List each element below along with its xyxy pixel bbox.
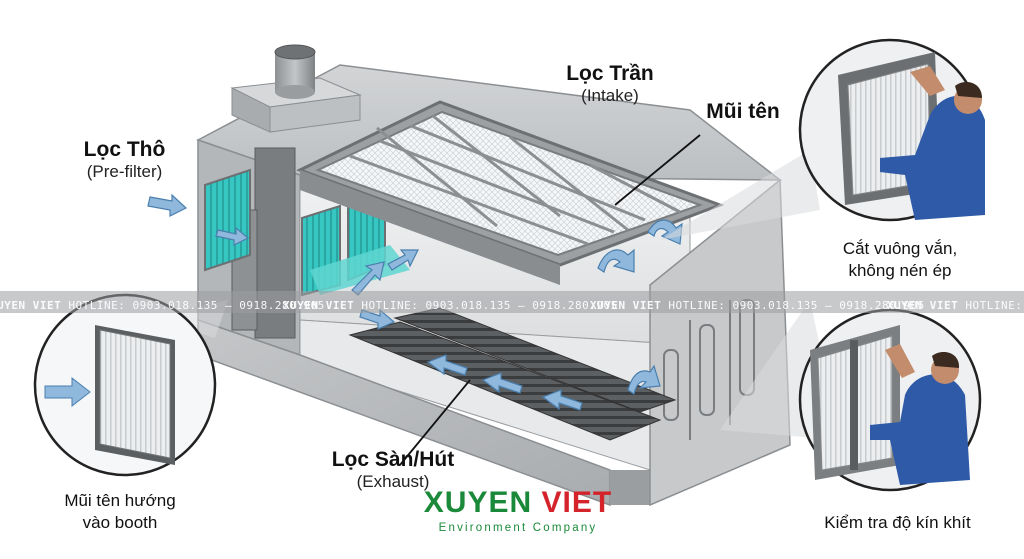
label-pre-filter-sub: (Pre-filter) [86,162,163,182]
label-floor-sub: (Exhaust) [356,472,430,492]
detail-circle-prefilter [33,293,217,477]
airflow-arrow-5 [481,372,523,394]
pointer-lines [399,134,701,466]
airflow-arrow-2 [387,249,419,271]
company-logo: XUYEN VIET Environment Company [418,486,618,535]
airflow-arrow-6 [541,389,583,411]
label-pre-filter: Lọc Thô (Pre-filter) [62,138,187,182]
caption-top-right-line1: Cắt vuông vắn, [842,239,958,258]
inflow-arrow-inner [215,226,250,246]
pre-filter-panels [204,168,410,297]
logo-part2: VIET [541,486,613,519]
detail-circle-checking [798,308,982,492]
watermark-band [0,291,1024,313]
label-arrows: Mũi tên [688,100,798,124]
label-floor-title: Lọc Sàn/Hút [331,448,455,471]
detail-circle-installing [798,38,985,222]
label-floor: Lọc Sàn/Hút (Exhaust) [318,448,468,492]
watermark: XUYEN VIET HOTLINE: 0903.018.135 – 0918.… [0,299,1024,312]
caption-bottom-right: Kiểm tra độ kín khít [824,513,971,532]
airflow-arrow-up-1 [597,248,635,273]
inflow-arrow-left [147,193,188,217]
airflow-arrow-up-2 [647,219,683,245]
logo-subtitle: Environment Company [438,522,598,534]
label-ceiling-sub: (Intake) [581,86,639,106]
caption-left-line2: vào booth [82,513,158,533]
arrow-into-filter-icon [44,376,91,408]
airflow-arrow-up-3 [627,364,661,395]
caption-top-right-line2: không nén ép [848,261,952,281]
airflow-arrow-3 [359,308,396,330]
label-arrows-title: Mũi tên [706,100,780,123]
caption-left-line1: Mũi tên hướng [64,491,176,510]
airflow-arrow-4 [426,354,468,376]
label-ceiling: Lọc Trần (Intake) [545,62,675,106]
worker-2 [870,374,970,485]
caption-top-right: Cắt vuông vắn, không nén ép [800,238,1000,282]
airflow-arrows [147,193,683,411]
worker-1 [880,96,985,220]
label-pre-filter-title: Lọc Thô [83,138,166,161]
label-ceiling-title: Lọc Trần [566,62,654,85]
logo-part1: XUYEN [423,486,533,519]
caption-left: Mũi tên hướng vào booth [40,490,200,534]
